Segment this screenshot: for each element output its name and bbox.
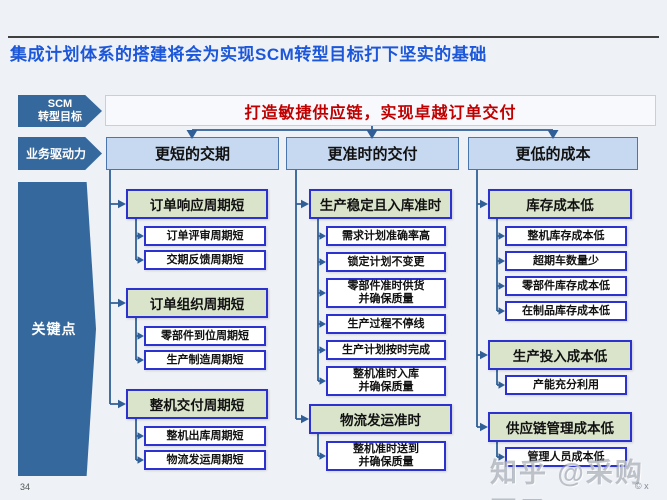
item-box: 订单评审周期短 (144, 226, 266, 246)
column-header-shorter-leadtime: 更短的交期 (106, 137, 279, 170)
group-box: 供应链管理成本低 (488, 412, 632, 442)
group-box: 整机交付周期短 (126, 389, 268, 419)
item-box: 超期车数量少 (505, 251, 627, 271)
business-driver-arrow: 业务驱动力 (18, 137, 102, 170)
item-box: 整机出库周期短 (144, 426, 266, 446)
item-box: 需求计划准确率高 (326, 226, 446, 246)
scm-goal-label-line1: SCM (47, 97, 73, 110)
group-box: 生产稳定且入库准时 (309, 189, 452, 219)
item-box: 零部件库存成本低 (505, 276, 627, 296)
scm-goal-label-line2: 转型目标 (38, 111, 82, 123)
item-box: 生产过程不停线 (326, 314, 446, 334)
slide-title: 集成计划体系的搭建将会为实现SCM转型目标打下坚实的基础 (10, 45, 487, 64)
title-rule (8, 36, 659, 38)
scm-goal-arrow: SCM 转型目标 (18, 95, 102, 127)
column-header-on-time-delivery: 更准时的交付 (286, 137, 459, 170)
copyright-mark: © x (635, 481, 649, 491)
group-box: 生产投入成本低 (488, 340, 632, 370)
item-box: 交期反馈周期短 (144, 250, 266, 270)
item-box: 管理人员成本低 (505, 447, 627, 467)
group-box: 物流发运准时 (309, 404, 452, 434)
item-box: 整机准时入库 并确保质量 (326, 366, 446, 396)
item-box: 零部件准时供货 并确保质量 (326, 278, 446, 308)
item-box: 生产制造周期短 (144, 350, 266, 370)
group-box: 订单组织周期短 (126, 288, 268, 318)
page-number: 34 (20, 482, 31, 492)
column-header-lower-cost: 更低的成本 (468, 137, 638, 170)
item-box: 产能充分利用 (505, 375, 627, 395)
group-box: 订单响应周期短 (126, 189, 268, 219)
goal-banner: 打造敏捷供应链，实现卓越订单交付 (105, 95, 656, 126)
item-box: 整机准时送到 并确保质量 (326, 441, 446, 471)
group-box: 库存成本低 (488, 189, 632, 219)
item-box: 物流发运周期短 (144, 450, 266, 470)
item-box: 锁定计划不变更 (326, 252, 446, 272)
item-box: 整机库存成本低 (505, 226, 627, 246)
key-points-arrow: 关键点 (18, 182, 96, 476)
watermark: 知乎 @采购圈子 (490, 458, 644, 500)
item-box: 在制品库存成本低 (505, 301, 627, 321)
item-box: 零部件到位周期短 (144, 326, 266, 346)
item-box: 生产计划按时完成 (326, 340, 446, 360)
